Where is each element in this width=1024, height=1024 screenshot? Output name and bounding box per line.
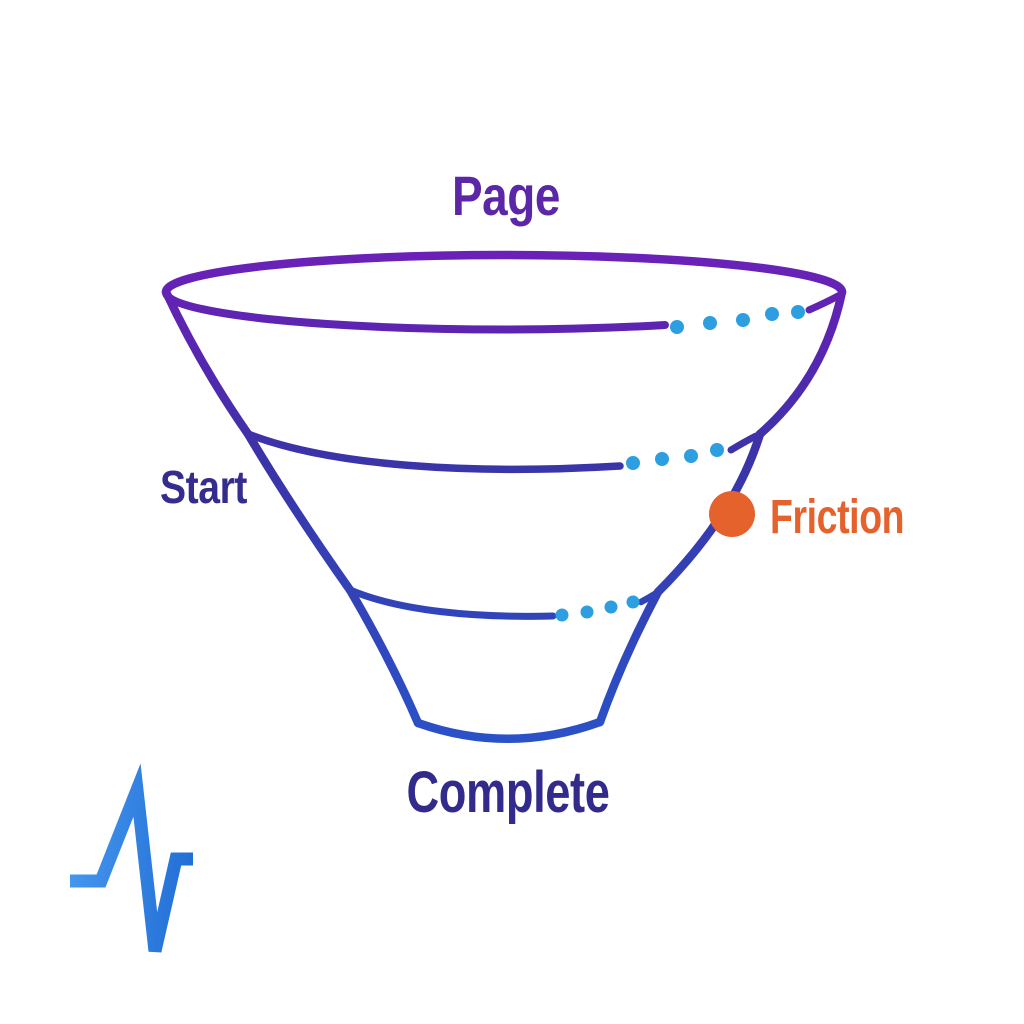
funnel-left-wall-3 (345, 585, 423, 728)
pulse-logo-icon (70, 763, 193, 953)
funnel-rim-hook (805, 292, 842, 314)
funnel-bottom-edge (413, 717, 605, 743)
stage-label-page: Page (451, 164, 561, 227)
friction-marker-dot (709, 491, 755, 537)
funnel-left-wall-1 (161, 287, 253, 439)
funnel-rim-back (161, 250, 847, 297)
funnel-outline (161, 250, 847, 743)
stage-label-complete: Complete (406, 760, 610, 825)
dotted-edge-tier1 (670, 305, 805, 334)
funnel-left-wall-2 (243, 429, 355, 595)
funnel-tier3-front (346, 586, 557, 620)
funnel-right-wall-3 (595, 587, 663, 727)
dotted-edge-tier2 (626, 443, 724, 470)
funnel-tier2-front (244, 430, 624, 474)
funnel-rim-front (162, 288, 669, 334)
friction-annotation-label: Friction (770, 491, 905, 544)
stage-label-start: Start (160, 461, 247, 513)
funnel-tier2-hook (727, 432, 760, 454)
funnel-tier3-hook (637, 588, 662, 606)
funnel-right-wall-1 (755, 287, 847, 439)
dotted-edge-tier3 (555, 595, 640, 622)
